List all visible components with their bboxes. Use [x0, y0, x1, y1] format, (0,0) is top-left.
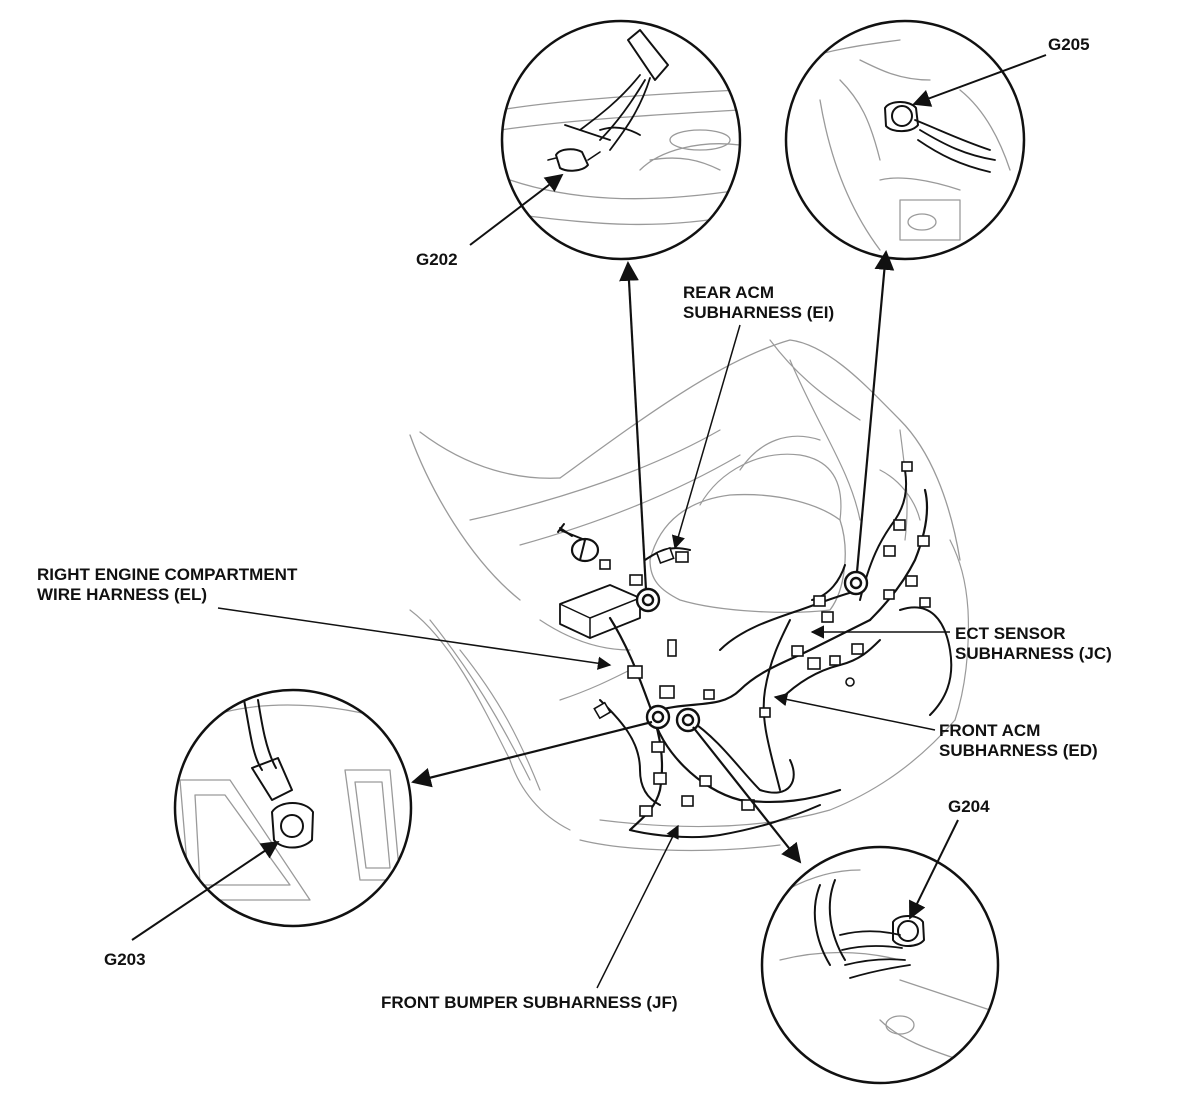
- label-right-engine-line1: RIGHT ENGINE COMPARTMENT: [37, 565, 298, 584]
- label-ect-sensor-line1: ECT SENSOR: [955, 624, 1066, 643]
- label-front-acm-line1: FRONT ACM: [939, 721, 1040, 740]
- callout-arrows: [411, 250, 895, 864]
- label-ect-sensor-line2: SUBHARNESS (JC): [955, 644, 1112, 663]
- label-front-bumper: FRONT BUMPER SUBHARNESS (JF): [381, 993, 678, 1012]
- label-g202: G202: [416, 250, 458, 269]
- zoom-circle-g203: [131, 688, 413, 941]
- zoom-circle-g202: [469, 19, 742, 261]
- label-right-engine-line2: WIRE HARNESS (EL): [37, 585, 207, 604]
- label-front-acm-line2: SUBHARNESS (ED): [939, 741, 1098, 760]
- zoom-circle-g205: [784, 19, 1047, 261]
- leader-lines: [217, 324, 950, 989]
- label-g205: G205: [1048, 35, 1090, 54]
- engine-bay-illustration: [409, 339, 970, 852]
- zoom-circle-g204: [760, 819, 1000, 1085]
- label-rear-acm-line2: SUBHARNESS (EI): [683, 303, 834, 322]
- labels: G202 G205 G203 G204 REAR ACM SUBHARNESS …: [37, 35, 1112, 1012]
- label-g203: G203: [104, 950, 146, 969]
- label-rear-acm-line1: REAR ACM: [683, 283, 774, 302]
- label-g204: G204: [948, 797, 990, 816]
